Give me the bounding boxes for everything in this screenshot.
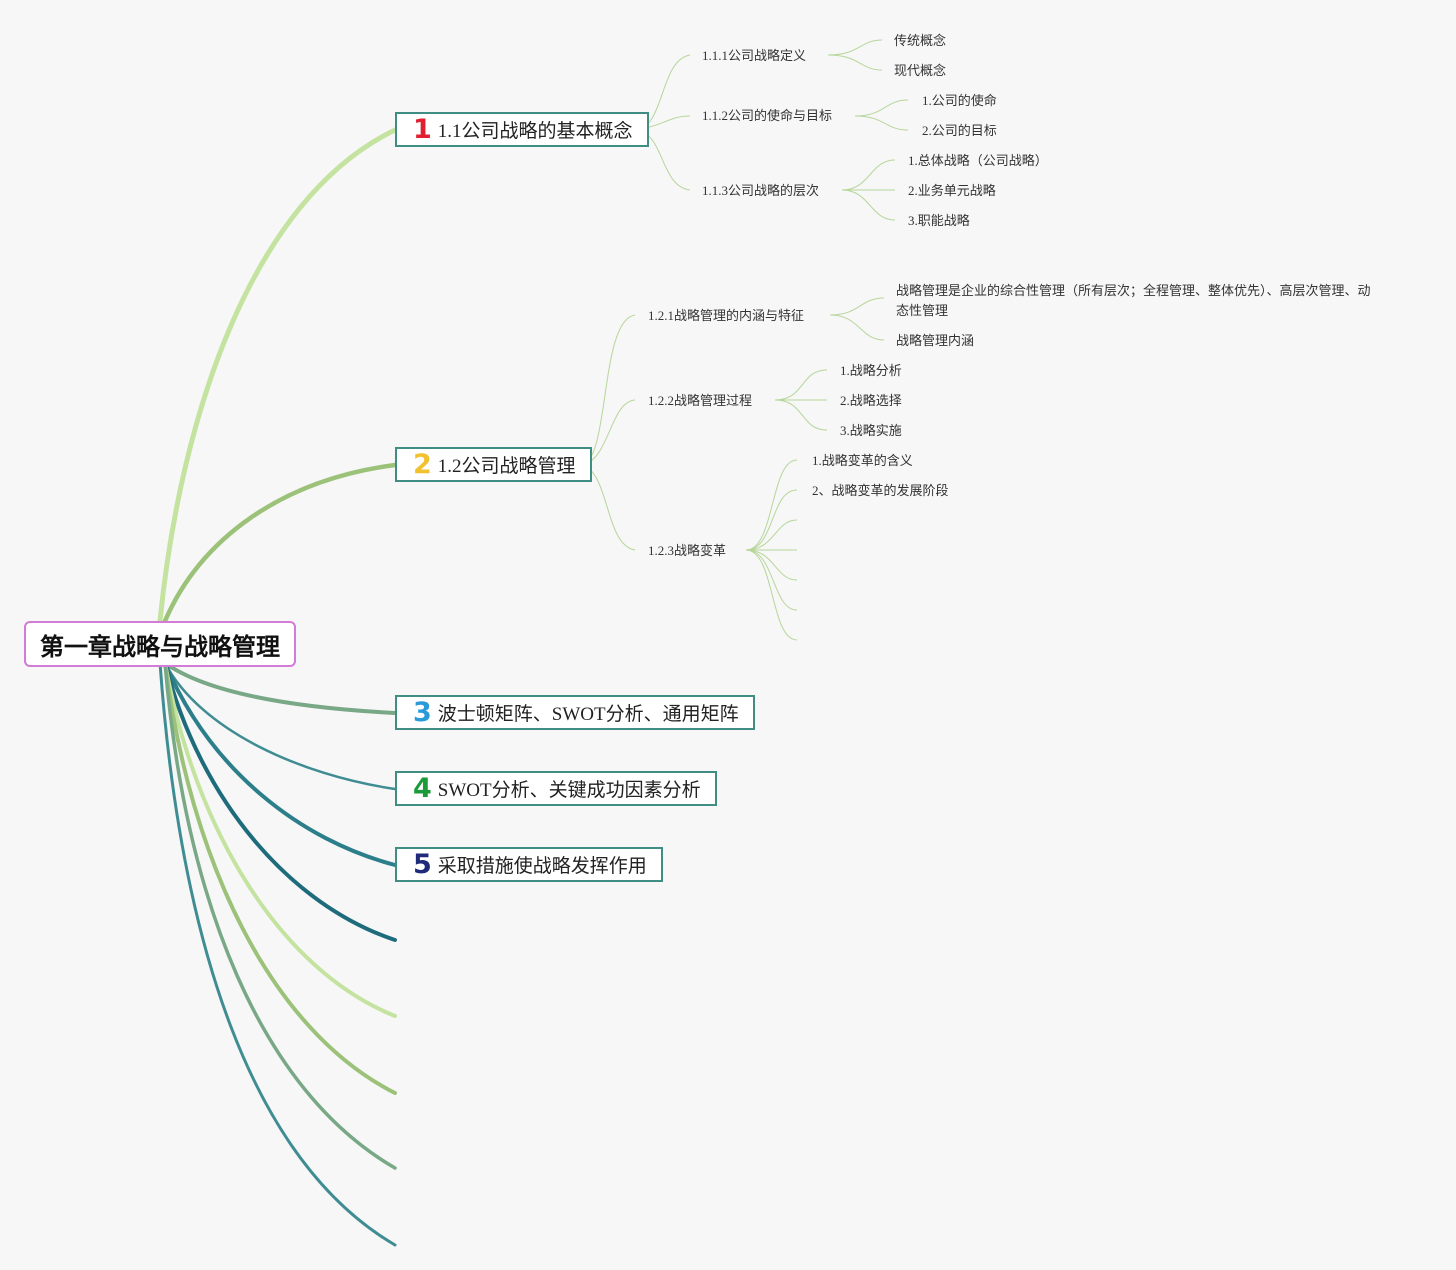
branch-node-3[interactable]: 3 波士顿矩阵、SWOT分析、通用矩阵 — [395, 695, 755, 730]
leaf-1-2-1-b[interactable]: 战略管理内涵 — [896, 333, 975, 348]
empty-branch-8 — [163, 661, 397, 1095]
branch-number-1: 1 — [413, 114, 432, 145]
empty-branch-9 — [163, 661, 397, 1170]
leaf-1-1-2-a[interactable]: 1.公司的使命 — [922, 93, 997, 108]
root-label: 第一章战略与战略管理 — [40, 632, 280, 661]
leaf-1-2-3-b[interactable]: 2、战略变革的发展阶段 — [812, 483, 949, 498]
topic-1-1-3[interactable]: 1.1.3公司战略的层次 — [702, 183, 820, 198]
topic-1-2-2[interactable]: 1.2.2战略管理过程 — [648, 393, 753, 408]
leaf-1-2-2-b[interactable]: 2.战略选择 — [840, 393, 902, 408]
branch-number-3: 3 — [413, 697, 432, 728]
root-node[interactable]: 第一章战略与战略管理 — [24, 621, 296, 667]
branch-connector-1 — [157, 127, 398, 624]
branch-connector-4 — [163, 661, 397, 791]
leaf-1-2-1-a[interactable]: 战略管理是企业的综合性管理（所有层次；全程管理、整体优先）、高层次管理、动态性管… — [896, 283, 1371, 318]
leaf-1-1-2-b[interactable]: 2.公司的目标 — [922, 123, 997, 138]
empty-branch-7 — [163, 661, 397, 1018]
leaf-1-1-1-b[interactable]: 现代概念 — [894, 63, 947, 78]
branch-connector-3 — [163, 661, 397, 715]
branch-node-1[interactable]: 1 1.1公司战略的基本概念 — [395, 112, 649, 147]
leaf-1-1-3-b[interactable]: 2.业务单元战略 — [908, 183, 996, 198]
leaf-1-1-3-a[interactable]: 1.总体战略（公司战略） — [908, 153, 1048, 168]
branch-node-4[interactable]: 4 SWOT分析、关键成功因素分析 — [395, 771, 717, 806]
branch-connector-5 — [163, 661, 397, 867]
leaf-1-2-2-a[interactable]: 1.战略分析 — [840, 363, 902, 378]
topic-1-2-3[interactable]: 1.2.3战略变革 — [648, 543, 727, 558]
branch-node-2[interactable]: 2 1.2公司战略管理 — [395, 447, 592, 482]
topic-1-2-1[interactable]: 1.2.1战略管理的内涵与特征 — [648, 308, 805, 323]
branch-number-2: 2 — [413, 449, 432, 480]
branch-label-3: 波士顿矩阵、SWOT分析、通用矩阵 — [437, 704, 739, 725]
branch-label-5: 采取措施使战略发挥作用 — [437, 856, 647, 877]
empty-branch-10 — [158, 661, 397, 1247]
topic-1-1-2[interactable]: 1.1.2公司的使命与目标 — [702, 108, 833, 123]
branch-number-4: 4 — [413, 773, 432, 804]
leaf-1-1-1-a[interactable]: 传统概念 — [894, 33, 947, 48]
leaf-1-2-3-a[interactable]: 1.战略变革的含义 — [812, 453, 913, 468]
branch-label-2: 1.2公司战略管理 — [437, 456, 576, 477]
branch-number-5: 5 — [413, 849, 432, 880]
branch-label-1: 1.1公司战略的基本概念 — [437, 121, 633, 142]
leaf-1-2-2-c[interactable]: 3.战略实施 — [840, 423, 902, 438]
branch-connector-2 — [162, 462, 398, 624]
empty-branch-6 — [163, 661, 397, 942]
topic-1-1-1[interactable]: 1.1.1公司战略定义 — [702, 48, 807, 63]
leaf-1-1-3-c[interactable]: 3.职能战略 — [908, 213, 970, 228]
branch-node-5[interactable]: 5 采取措施使战略发挥作用 — [395, 847, 663, 882]
branch-label-4: SWOT分析、关键成功因素分析 — [437, 780, 701, 801]
